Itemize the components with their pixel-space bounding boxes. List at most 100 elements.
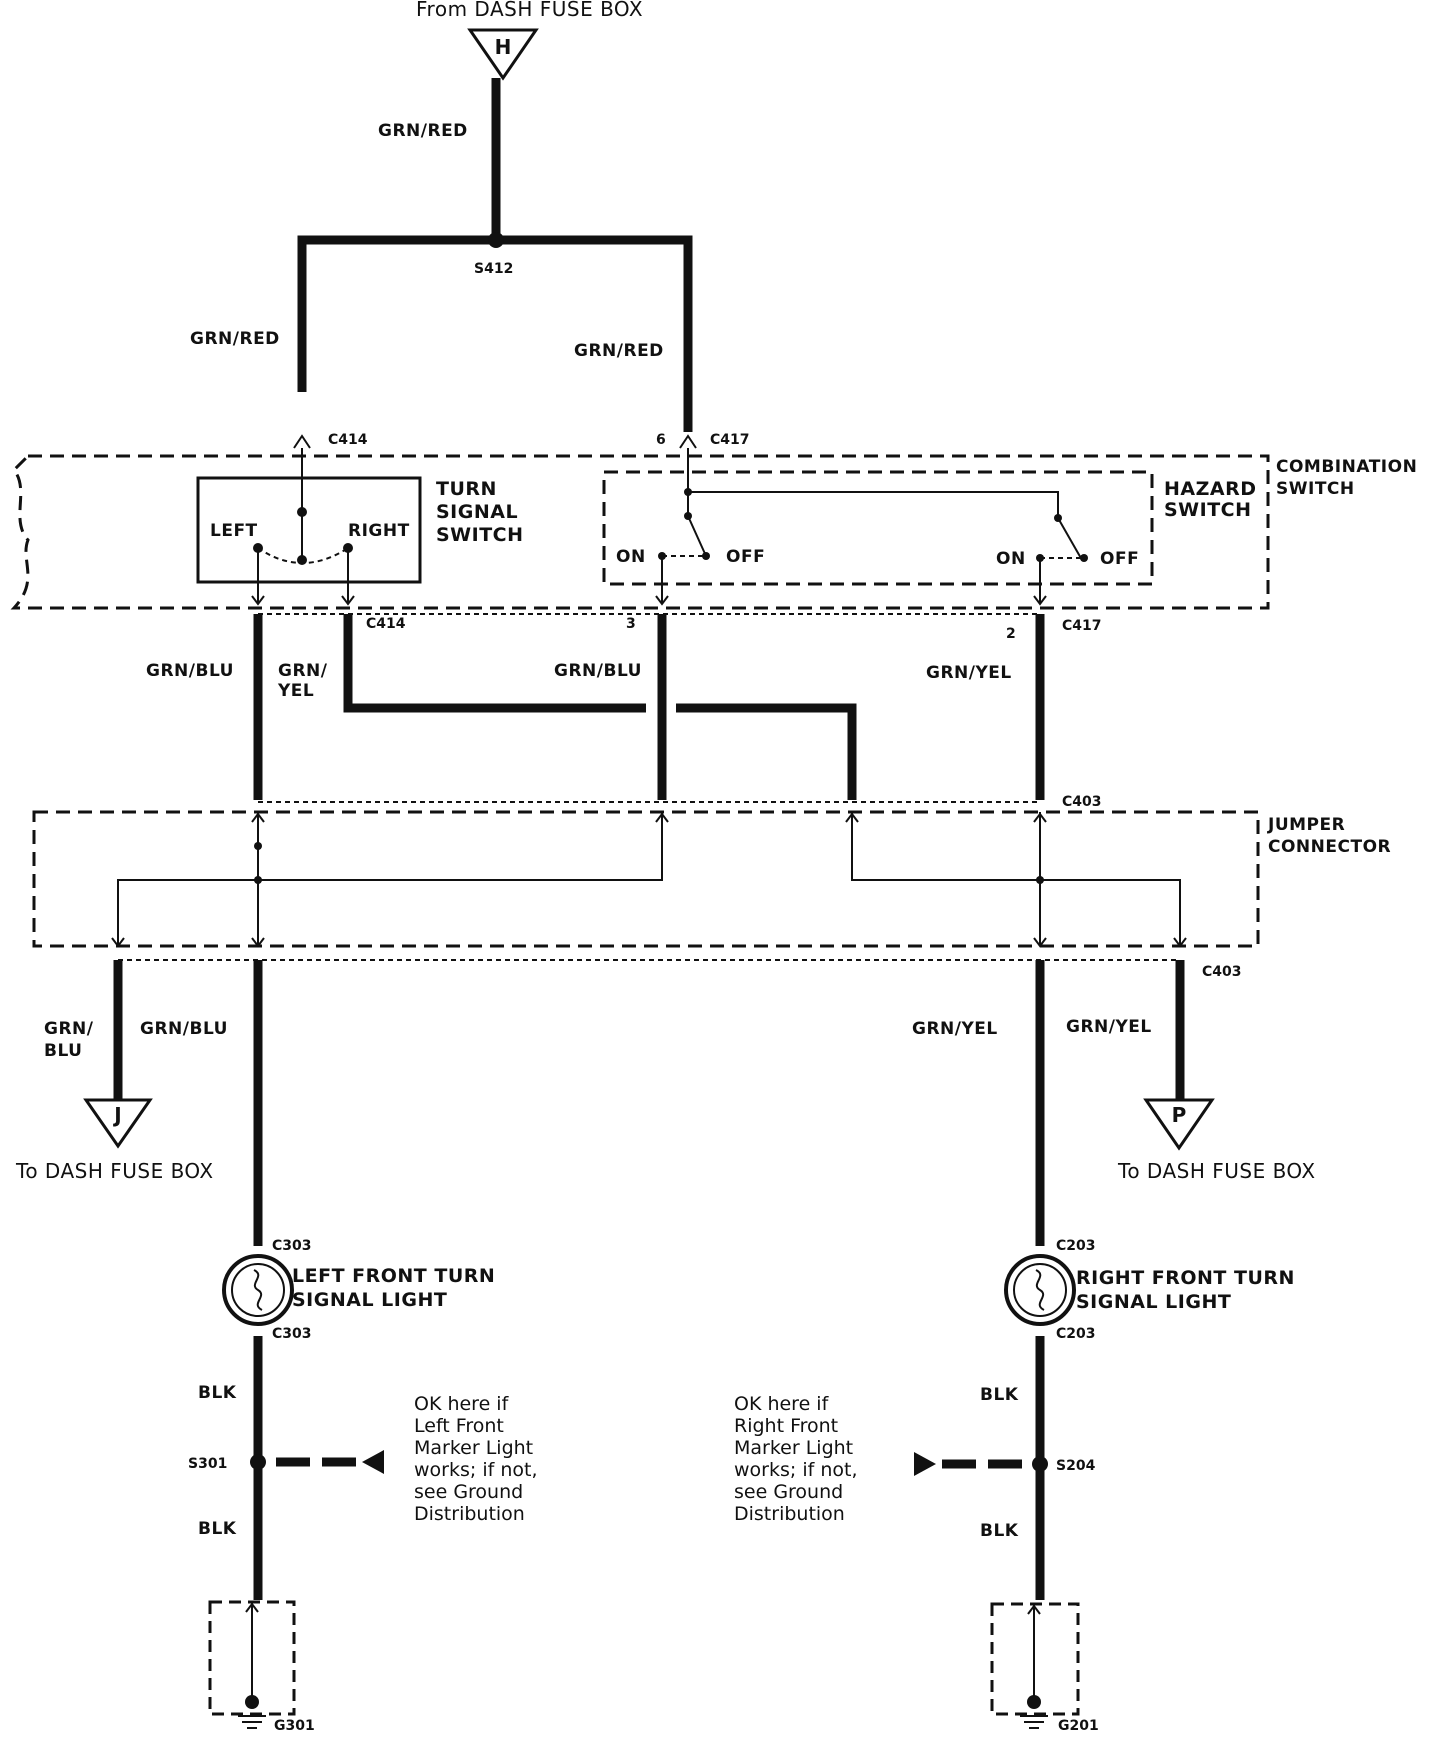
right-note-line-1: OK here if	[734, 1393, 830, 1415]
turn-signal-label-2: SIGNAL	[436, 501, 518, 523]
connector-h-letter: H	[495, 35, 512, 59]
arrow-j2	[655, 812, 669, 823]
splice-s301-dot	[250, 1454, 266, 1470]
right-light-label-2: SIGNAL LIGHT	[1076, 1291, 1231, 1313]
fuse-box-connector-h: H	[467, 28, 539, 81]
hazard-switch-box	[602, 470, 1154, 586]
jumper-node-right	[1036, 876, 1044, 884]
fuse-box-connector-j: J	[83, 1098, 153, 1149]
connector-label-c203-bottom: C203	[1056, 1326, 1096, 1342]
wire-label-grn-yel-p: GRN/YEL	[1066, 1017, 1152, 1037]
turn-signal-right-label: RIGHT	[348, 521, 410, 541]
connector-label-c417-bottom: C417	[1062, 618, 1102, 634]
splice-label-s412: S412	[474, 261, 513, 277]
ground-arrow-right	[1027, 1604, 1041, 1615]
jumper-connector-box	[32, 810, 1260, 948]
left-note-line-2: Left Front	[414, 1415, 504, 1437]
wire-label-grn-blu-j1: GRN/	[44, 1019, 94, 1039]
wire-label-grn-blu-a: GRN/BLU	[146, 661, 234, 681]
combination-switch-outline	[10, 454, 1270, 610]
hazard-off-label-2: OFF	[1100, 549, 1139, 569]
right-dest-label: To DASH FUSE BOX	[1117, 1159, 1316, 1183]
left-light-label-1: LEFT FRONT TURN	[292, 1265, 495, 1287]
jumper-label-1: JUMPER	[1267, 815, 1345, 835]
right-note-line-4: works; if not,	[734, 1459, 857, 1481]
hazard-off-contact-2	[1080, 554, 1088, 562]
connector-label-c303-top: C303	[272, 1238, 312, 1254]
pin-label-6: 6	[656, 432, 666, 448]
connector-label-c414-top: C414	[328, 432, 368, 448]
wire-grn-yel-cross-a	[343, 614, 646, 713]
arrow-j5	[111, 937, 125, 948]
splice-label-s301: S301	[188, 1456, 227, 1472]
pin-label-3: 3	[626, 616, 636, 632]
arrow-hazard-out-1	[655, 595, 669, 606]
marker-arrow-right	[914, 1452, 936, 1476]
connector-c417-top	[679, 434, 697, 449]
left-front-turn-bulb-icon	[222, 1254, 294, 1326]
arrow-right-out	[341, 595, 355, 606]
right-front-turn-bulb-icon	[1004, 1254, 1076, 1326]
ground-label-g301: G301	[274, 1718, 315, 1734]
splice-s412	[488, 232, 504, 248]
left-note-line-3: Marker Light	[414, 1437, 533, 1459]
jumper-node-left	[254, 876, 262, 884]
wire-label-grn-yel-a2: YEL	[277, 681, 314, 701]
left-dest-label: To DASH FUSE BOX	[15, 1159, 214, 1183]
right-note-line-5: see Ground	[734, 1481, 843, 1503]
hazard-on-label-2: ON	[996, 549, 1026, 569]
ground-icon-right	[1020, 1695, 1048, 1729]
jumper-right-to-p	[1040, 879, 1181, 946]
jumper-left-to-hazard	[258, 812, 663, 881]
left-note-line-1: OK here if	[414, 1393, 510, 1415]
connector-label-c403-bottom: C403	[1202, 964, 1242, 980]
wire-label-blk-left-2: BLK	[198, 1519, 237, 1539]
wire-grn-yel-cross-b	[676, 703, 857, 800]
jumper-cross-to-right	[851, 812, 1040, 881]
wire-label-grn-yel-c: GRN/YEL	[912, 1019, 998, 1039]
connector-j-letter: J	[112, 1103, 121, 1127]
connector-label-c403-top: C403	[1062, 794, 1102, 810]
turn-signal-arc	[257, 547, 349, 564]
hazard-blade-1	[687, 515, 707, 557]
right-note-line-2: Right Front	[734, 1415, 838, 1437]
arrow-left-out	[251, 595, 265, 606]
arrow-j8	[1173, 937, 1187, 948]
turn-signal-label-1: TURN	[436, 478, 497, 500]
combination-switch-label-1: COMBINATION	[1276, 457, 1417, 477]
wire-label-blk-right-2: BLK	[980, 1521, 1019, 1541]
arrow-j6	[251, 937, 265, 948]
connector-label-c414-bottom: C414	[366, 616, 406, 632]
turn-signal-pivot	[297, 507, 307, 517]
jumper-node-left-top	[254, 842, 262, 850]
connector-c414-top	[293, 434, 311, 449]
ground-arrow-left	[245, 1602, 259, 1613]
turn-signal-switch-box	[196, 476, 422, 584]
arrow-j3	[845, 812, 859, 823]
arrow-j1	[251, 812, 265, 823]
jumper-label-2: CONNECTOR	[1268, 837, 1391, 857]
turn-signal-label-3: SWITCH	[436, 524, 524, 546]
wire-label-blk-left-1: BLK	[198, 1383, 237, 1403]
hazard-label-2: SWITCH	[1164, 499, 1252, 521]
right-note-line-6: Distribution	[734, 1503, 845, 1525]
wire-label-grn-red-top: GRN/RED	[378, 121, 468, 141]
wire-label-grn-red-right: GRN/RED	[574, 341, 664, 361]
left-ground-note: OK here if Left Front Marker Light works…	[414, 1393, 537, 1525]
connector-label-c303-bottom: C303	[272, 1326, 312, 1342]
hazard-on-label-1: ON	[616, 547, 646, 567]
combination-switch-label-2: SWITCH	[1276, 479, 1355, 499]
wire-label-grn-blu-j2: BLU	[44, 1041, 83, 1061]
ground-icon-left	[238, 1695, 266, 1729]
connector-p-letter: P	[1172, 1103, 1187, 1127]
arrow-hazard-out-2	[1033, 595, 1047, 606]
connector-label-c417-top: C417	[710, 432, 750, 448]
arrow-j7	[1033, 937, 1047, 948]
hazard-off-contact-1	[702, 552, 710, 560]
wire-label-grn-red-left: GRN/RED	[190, 329, 280, 349]
right-ground-note: OK here if Right Front Marker Light work…	[734, 1393, 857, 1525]
hazard-link-bar	[688, 491, 1059, 518]
ground-label-g201: G201	[1058, 1718, 1099, 1734]
turn-signal-left-label: LEFT	[210, 521, 258, 541]
